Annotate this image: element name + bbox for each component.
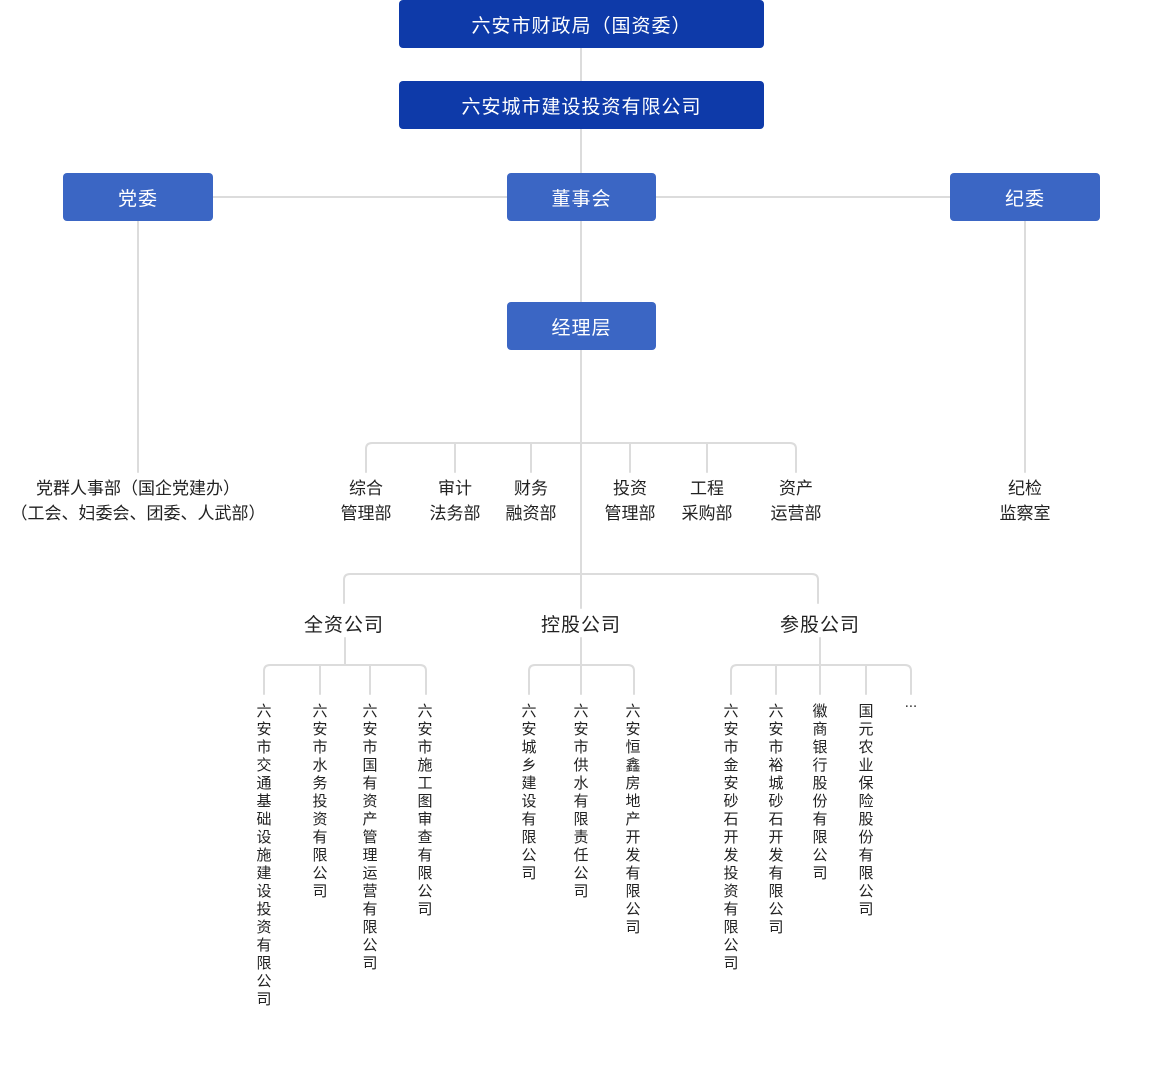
dept-engineering-line2: 采购部 — [681, 504, 733, 524]
dept-invest-line1: 投资 — [613, 479, 647, 499]
dept-asset-line1: 资产 — [779, 479, 813, 499]
dept-asset-line2: 运营部 — [770, 504, 822, 524]
subsidiary-share-3: 徽商银行股份有限公司 — [812, 702, 828, 882]
company-box: 六安城市建设投资有限公司 — [399, 81, 764, 129]
category-shareholding: 参股公司 — [780, 614, 861, 636]
finance-bureau-box: 六安市财政局（国资委） — [399, 0, 764, 48]
discipline-committee-label: 纪委 — [1004, 187, 1045, 210]
dept-finance-line1: 财务 — [514, 479, 548, 499]
subsidiary-wholly-4: 六安市施工图审查有限公司 — [417, 702, 433, 918]
discipline-committee-box: 纪委 — [950, 173, 1100, 221]
subsidiary-wholly-3: 六安市国有资产管理运营有限公司 — [362, 702, 378, 972]
category-wholly-owned: 全资公司 — [304, 614, 385, 636]
subsidiary-share-1: 六安市金安砂石开发投资有限公司 — [723, 702, 739, 972]
category-holding: 控股公司 — [541, 614, 622, 636]
dept-party-hr-line1: 党群人事部（国企党建办） — [36, 479, 240, 499]
subsidiary-holding-1: 六安城乡建设有限公司 — [521, 702, 537, 882]
dept-audit-line2: 法务部 — [429, 504, 481, 524]
dept-inspection-line2: 监察室 — [999, 504, 1051, 524]
subsidiary-holding-3: 六安恒鑫房地产开发有限公司 — [625, 702, 641, 936]
dept-finance-line2: 融资部 — [505, 504, 557, 524]
subsidiary-holding-2: 六安市供水有限责任公司 — [573, 702, 589, 900]
dept-inspection-line1: 纪检 — [1008, 479, 1042, 499]
dept-engineering: 工程 采购部 — [667, 477, 747, 527]
management-label: 经理层 — [551, 316, 612, 339]
board-label: 董事会 — [551, 187, 612, 210]
company-label: 六安城市建设投资有限公司 — [461, 95, 702, 118]
subsidiary-wholly-2: 六安市水务投资有限公司 — [312, 702, 328, 900]
dept-engineering-line1: 工程 — [690, 479, 724, 499]
dept-invest: 投资 管理部 — [590, 477, 670, 527]
dept-audit: 审计 法务部 — [415, 477, 495, 527]
subsidiary-share-2: 六安市裕城砂石开发有限公司 — [768, 702, 784, 936]
dept-invest-line2: 管理部 — [604, 504, 656, 524]
dept-general-line2: 管理部 — [340, 504, 392, 524]
dept-finance: 财务 融资部 — [491, 477, 571, 527]
dept-audit-line1: 审计 — [438, 479, 472, 499]
party-committee-box: 党委 — [63, 173, 213, 221]
board-box: 董事会 — [507, 173, 656, 221]
subsidiary-wholly-1: 六安市交通基础设施建设投资有限公司 — [256, 702, 272, 1008]
subsidiary-share-4: 国元农业保险股份有限公司 — [858, 702, 874, 918]
dept-asset: 资产 运营部 — [756, 477, 836, 527]
subsidiary-share-more: ··· — [904, 700, 918, 715]
dept-general-line1: 综合 — [349, 479, 383, 499]
dept-party-hr: 党群人事部（国企党建办） （工会、妇委会、团委、人武部） — [0, 477, 276, 527]
party-committee-label: 党委 — [117, 187, 158, 210]
dept-general: 综合 管理部 — [326, 477, 406, 527]
dept-inspection: 纪检 监察室 — [985, 477, 1065, 527]
management-box: 经理层 — [507, 302, 656, 350]
dept-party-hr-line2: （工会、妇委会、团委、人武部） — [10, 504, 266, 524]
finance-bureau-label: 六安市财政局（国资委） — [471, 14, 692, 37]
